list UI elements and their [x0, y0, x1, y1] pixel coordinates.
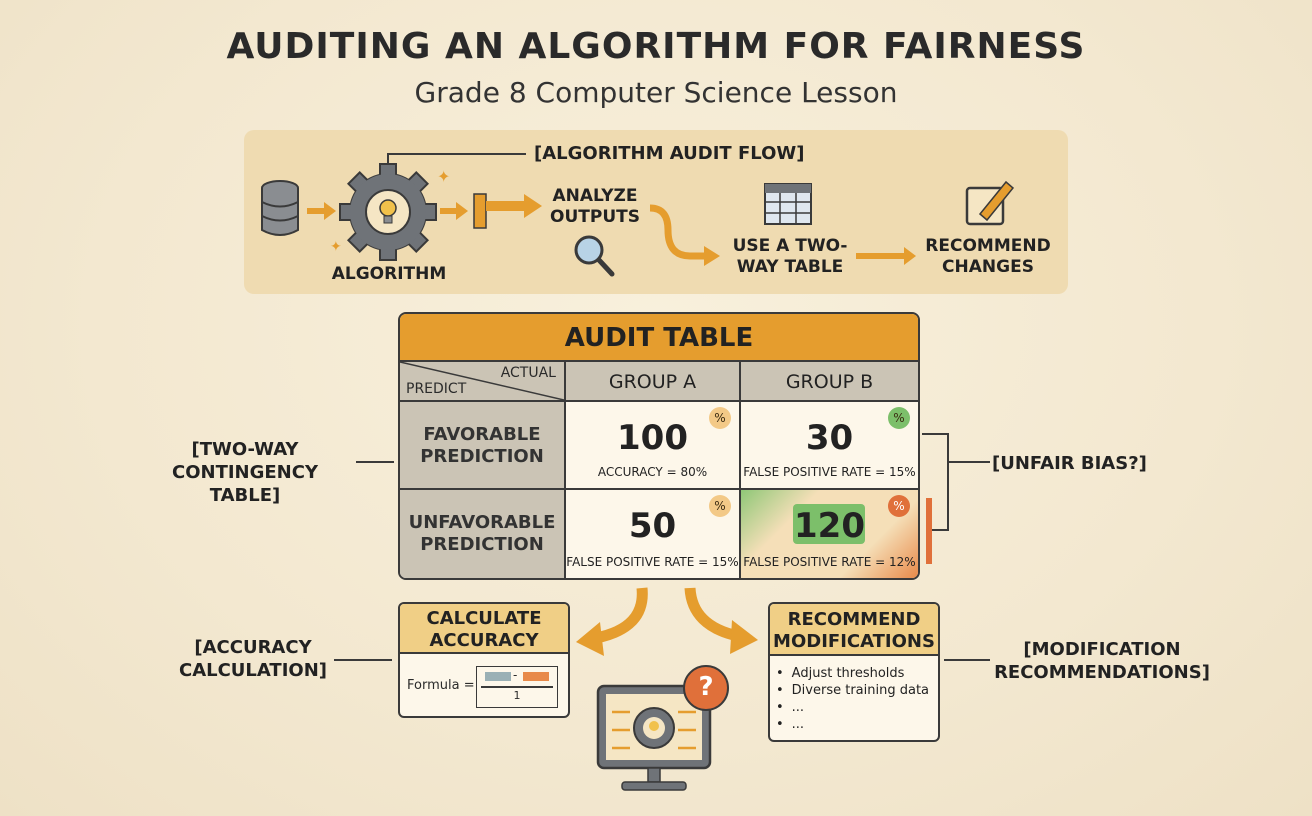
recommend-changes-label: RECOMMEND CHANGES	[925, 236, 1051, 277]
group-a-header: GROUP A	[566, 362, 741, 402]
output-arrow-icon	[473, 193, 542, 229]
favorable-prediction-label: FAVORABLE PREDICTION	[420, 424, 544, 467]
unfavorable-prediction-label: UNFAVORABLE PREDICTION	[408, 512, 556, 555]
cell-value: 120	[794, 506, 865, 546]
group-b-header: GROUP B	[741, 362, 918, 402]
svg-text:✦: ✦	[330, 239, 342, 255]
page-subtitle: Grade 8 Computer Science Lesson	[414, 76, 898, 109]
magnifier-icon	[574, 235, 615, 277]
cell-caption: FALSE POSITIVE RATE = 15%	[743, 465, 916, 479]
corner-predict-label: PREDICT	[406, 381, 467, 397]
cell-caption: FALSE POSITIVE RATE = 12%	[743, 555, 916, 569]
calculate-accuracy-title: CALCULATE ACCURACY	[400, 604, 568, 654]
list-item: ...	[776, 699, 929, 716]
row-unfavorable-header: UNFAVORABLE PREDICTION	[400, 490, 566, 578]
cell-caption: FALSE POSITIVE RATE = 15%	[566, 555, 739, 569]
edit-icon	[965, 180, 1015, 226]
percent-badge: %	[709, 495, 731, 517]
list-item: ...	[776, 716, 929, 733]
calculate-accuracy-box: CALCULATE ACCURACY Formula = - 1	[398, 602, 570, 718]
table-icon	[764, 183, 812, 225]
page-title: AUDITING AN ALGORITHM FOR FAIRNESS	[226, 26, 1086, 67]
modification-recommendations-label: [MODIFICATION RECOMMENDATIONS]	[994, 639, 1210, 683]
gear-lightbulb-icon	[339, 163, 437, 261]
svg-text:✦: ✦	[437, 167, 450, 186]
cell-a-favorable: % 100 ACCURACY = 80%	[566, 402, 741, 490]
numerator-term-b	[523, 672, 549, 681]
minus-sign: -	[513, 668, 518, 682]
question-mark: ?	[698, 672, 714, 702]
row-favorable-header: FAVORABLE PREDICTION	[400, 402, 566, 490]
two-way-contingency-label: [TWO-WAY CONTINGENCY TABLE]	[172, 439, 318, 506]
list-item: Diverse training data	[776, 682, 929, 699]
recommend-modifications-title: RECOMMEND MODIFICATIONS	[770, 604, 938, 656]
highlight-box	[793, 504, 865, 544]
recommend-modifications-box: RECOMMEND MODIFICATIONS Adjust threshold…	[768, 602, 940, 742]
corner-diagonal	[400, 362, 564, 400]
percent-badge: %	[709, 407, 731, 429]
cell-value: 100	[617, 418, 688, 458]
corner-cell: ACTUAL PREDICT	[400, 362, 566, 402]
numerator-term-a	[485, 672, 511, 681]
monitor-icon	[596, 665, 729, 791]
audit-table-header: AUDIT TABLE	[400, 314, 918, 362]
cell-a-unfavorable: % 50 FALSE POSITIVE RATE = 15%	[566, 490, 741, 578]
list-item: Adjust thresholds	[776, 665, 929, 682]
cell-caption: ACCURACY = 80%	[597, 465, 708, 479]
audit-table-title: AUDIT TABLE	[564, 323, 754, 353]
database-icon	[261, 180, 299, 236]
analyze-outputs-label: ANALYZE OUTPUTS	[550, 186, 640, 227]
algorithm-label: ALGORITHM	[331, 264, 447, 284]
two-way-table-label: USE A TWO-WAY TABLE	[732, 236, 848, 277]
formula-label: Formula =	[407, 678, 475, 693]
cell-b-unfavorable: % 120 FALSE POSITIVE RATE = 12%	[741, 490, 918, 578]
formula-fraction: - 1	[476, 666, 558, 708]
percent-badge: %	[888, 495, 910, 517]
corner-actual-label: ACTUAL	[500, 365, 556, 381]
cell-value: 30	[805, 418, 854, 458]
cell-value: 50	[628, 506, 677, 546]
cell-b-favorable: % 30 FALSE POSITIVE RATE = 15%	[741, 402, 918, 490]
unfair-bias-label: [UNFAIR BIAS?]	[992, 453, 1147, 474]
accuracy-calculation-label: [ACCURACY CALCULATION]	[178, 637, 327, 681]
denominator: 1	[513, 689, 521, 702]
audit-flow-title: [ALGORITHM AUDIT FLOW]	[534, 143, 805, 164]
recommendation-list: Adjust thresholds Diverse training data …	[776, 665, 929, 733]
audit-table: AUDIT TABLE ACTUAL PREDICT GROUP A GROUP…	[398, 312, 920, 580]
audit-flow-graphics: ✦ ✦	[261, 153, 1015, 277]
percent-badge: %	[888, 407, 910, 429]
fraction-bar	[481, 686, 553, 688]
